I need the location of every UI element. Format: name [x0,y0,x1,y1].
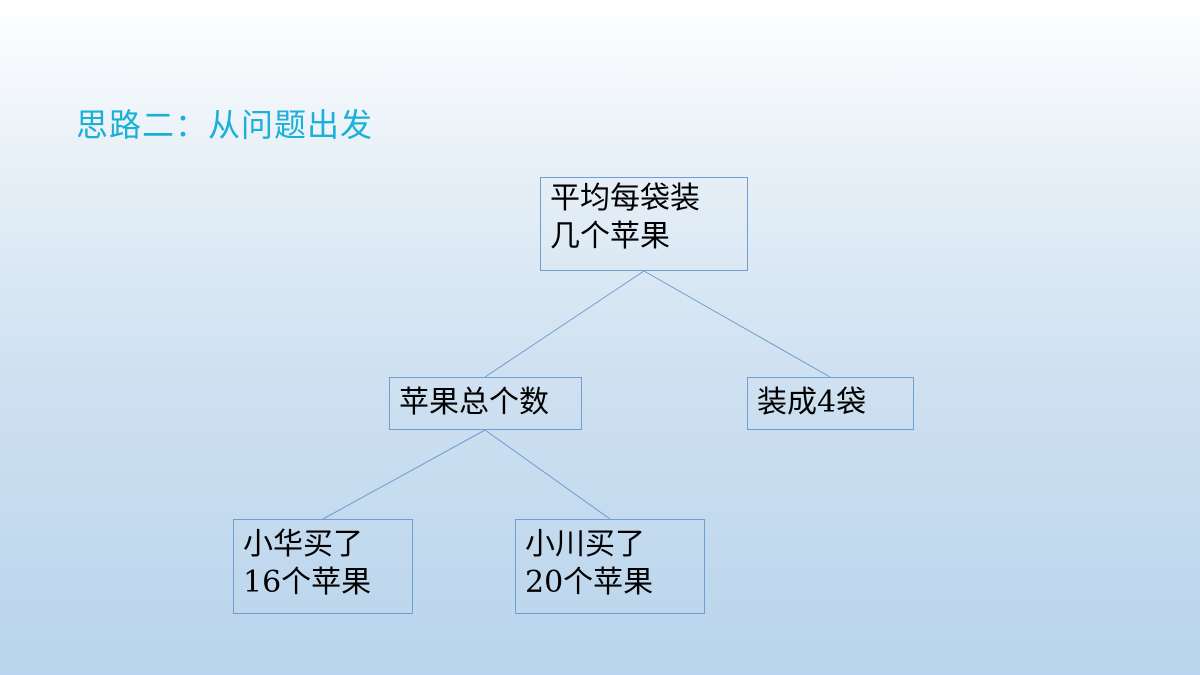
node-total-apples: 苹果总个数 [389,377,582,430]
root-node-line-2: 几个苹果 [550,219,670,254]
node-xiaohua-line-1: 小华买了 [243,527,363,562]
connector-total-to-hua [322,429,486,520]
node-xiaochuan-line-1: 小川买了 [525,527,645,562]
node-xiaohua-line-2: 16个苹果 [243,565,372,600]
node-four-bags-label: 装成4袋 [757,385,867,420]
connector-root-to-total [484,270,645,378]
connector-root-to-bags [643,270,831,378]
node-total-apples-label: 苹果总个数 [399,385,549,420]
slide-heading: 思路二：从问题出发 [76,106,374,144]
node-xiaochuan-line-2: 20个苹果 [525,565,654,600]
node-xiaohua-bought: 小华买了 16个苹果 [233,519,413,614]
root-node-average-per-bag: 平均每袋装 几个苹果 [540,177,748,271]
root-node-line-1: 平均每袋装 [550,181,700,216]
connector-total-to-chuan [484,429,611,520]
node-xiaochuan-bought: 小川买了 20个苹果 [515,519,705,614]
node-four-bags: 装成4袋 [747,377,914,430]
